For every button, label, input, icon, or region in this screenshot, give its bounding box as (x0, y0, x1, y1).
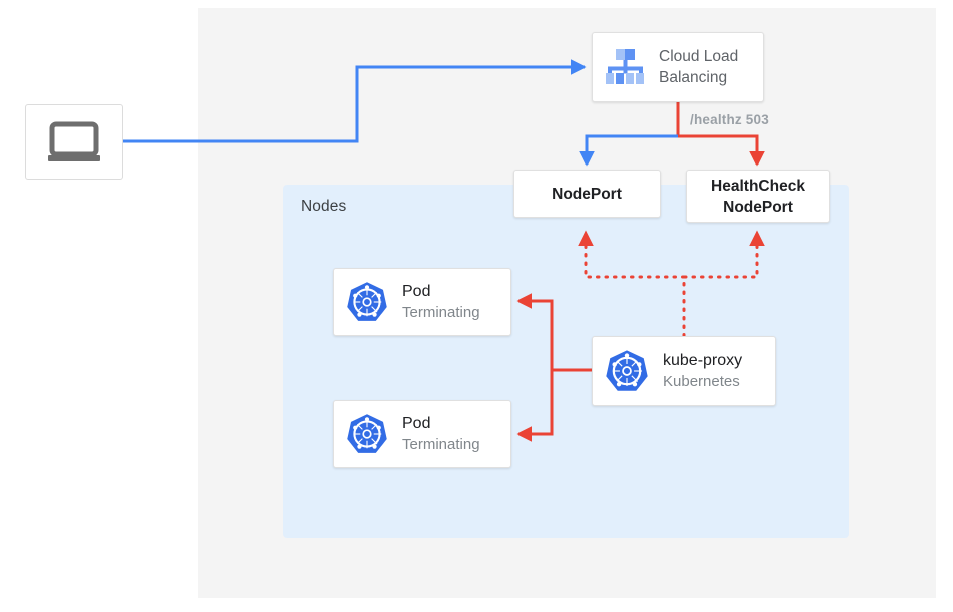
cloud-load-balancing-node: Cloud Load Balancing (592, 32, 764, 102)
kubernetes-icon (346, 413, 388, 455)
healthcheck-nodeport-label: HealthCheck NodePort (711, 177, 805, 216)
kube-proxy-subtitle: Kubernetes (663, 373, 740, 390)
nodes-region-label: Nodes (301, 198, 347, 215)
pod-2-status: Terminating (402, 436, 480, 453)
nodeport-label: NodePort (552, 185, 622, 203)
pod-node-2: Pod Terminating (333, 400, 511, 468)
kubernetes-icon (346, 281, 388, 323)
kube-proxy-node: kube-proxy Kubernetes (592, 336, 776, 406)
kubernetes-icon (605, 349, 649, 393)
healthz-edge-label: /healthz 503 (690, 112, 769, 127)
kube-proxy-name: kube-proxy (663, 352, 743, 369)
nodeport-node: NodePort (513, 170, 661, 218)
pod-1-status: Terminating (402, 304, 480, 321)
healthcheck-nodeport-node: HealthCheck NodePort (686, 170, 830, 223)
pod-2-name: Pod (402, 415, 431, 432)
cloud-load-balancing-label: Cloud Load Balancing (659, 48, 739, 86)
laptop-icon (46, 121, 102, 163)
client-node (25, 104, 123, 180)
pod-1-name: Pod (402, 283, 431, 300)
pod-node-1: Pod Terminating (333, 268, 511, 336)
cloud-load-balancing-icon (603, 45, 647, 89)
